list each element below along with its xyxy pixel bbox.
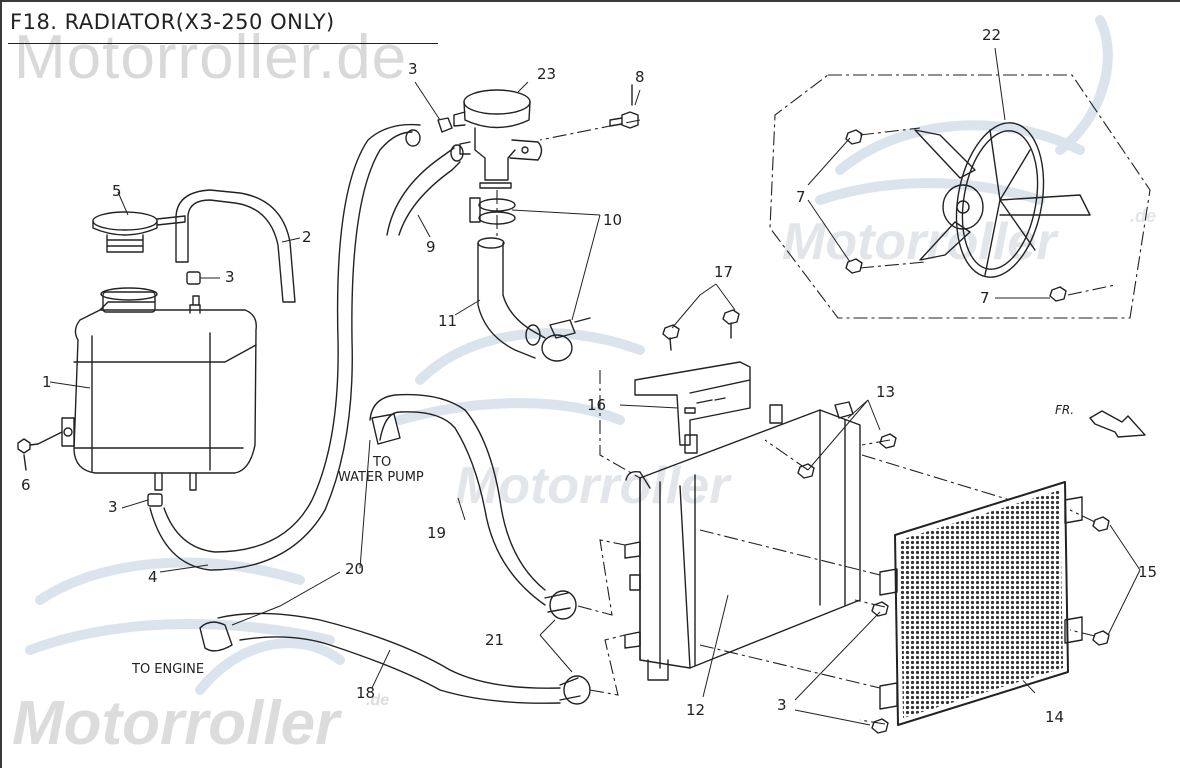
callout-15: 15 — [1138, 563, 1158, 581]
callout-3-reservoir-top: 3 — [225, 268, 235, 286]
front-direction-label: FR. — [1055, 403, 1075, 417]
title-underline — [8, 43, 438, 44]
callout-8: 8 — [635, 68, 645, 86]
cooling-fan — [914, 122, 1091, 278]
callout-22: 22 — [982, 26, 1002, 44]
page-title: F18. RADIATOR(X3-250 ONLY) — [10, 10, 335, 34]
callout-3-filler: 3 — [408, 60, 418, 78]
callout-20: 20 — [345, 560, 365, 578]
callout-7-bottom: 7 — [980, 289, 990, 307]
overflow-hose — [175, 189, 296, 303]
radiator-core — [624, 409, 861, 681]
callout-18: 18 — [356, 684, 376, 702]
callout-11: 11 — [438, 312, 458, 330]
callout-2: 2 — [302, 228, 312, 246]
callout-10: 10 — [603, 211, 623, 229]
fan-assembly-outline — [769, 74, 1151, 319]
reservoir-cap — [92, 211, 186, 253]
callout-1: 1 — [42, 373, 52, 391]
callout-21: 21 — [485, 631, 505, 649]
callout-6: 6 — [21, 476, 31, 494]
radiator-bracket — [634, 361, 751, 446]
callout-7-left: 7 — [796, 188, 806, 206]
callout-17: 17 — [714, 263, 734, 281]
callout-12: 12 — [686, 701, 706, 719]
callout-3-reservoir-bottom: 3 — [108, 498, 118, 516]
to-water-pump-label-line2: WATER PUMP — [338, 470, 424, 485]
callout-13: 13 — [876, 383, 896, 401]
filler-neck — [453, 89, 543, 189]
front-arrow-icon — [1089, 410, 1146, 438]
reservoir-hose-outer — [149, 131, 413, 571]
to-engine-label: TO ENGINE — [132, 662, 205, 677]
callout-14: 14 — [1045, 708, 1065, 726]
to-water-pump-label-line1: TO — [373, 455, 392, 470]
callout-23: 23 — [537, 65, 557, 83]
reservoir-tank — [61, 287, 257, 491]
callout-16: 16 — [587, 396, 607, 414]
callout-3-grille: 3 — [777, 696, 787, 714]
callout-5: 5 — [112, 182, 122, 200]
callout-19: 19 — [427, 524, 447, 542]
callout-4: 4 — [148, 568, 158, 586]
callout-9: 9 — [426, 238, 436, 256]
